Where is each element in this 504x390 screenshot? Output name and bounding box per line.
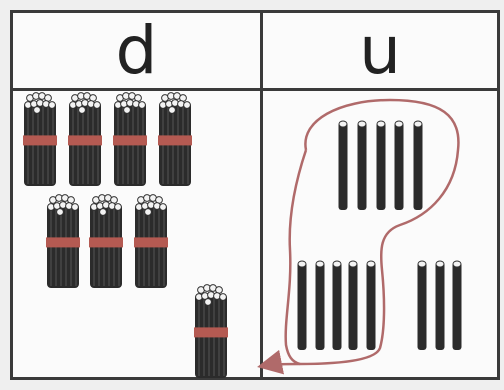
bundle-of-ten-icon (158, 93, 192, 186)
single-stick-icon (414, 121, 423, 210)
single-stick-icon (298, 261, 307, 350)
unit-sticks-group (298, 121, 462, 350)
tens-bundles-group (23, 93, 192, 288)
new-bundle-group (194, 285, 228, 378)
single-stick-icon (395, 121, 404, 210)
bundle-of-ten-icon (134, 195, 168, 288)
bundle-of-ten-icon (89, 195, 123, 288)
single-stick-icon (453, 261, 462, 350)
single-stick-icon (333, 261, 342, 350)
single-stick-icon (316, 261, 325, 350)
single-stick-icon (418, 261, 427, 350)
single-stick-icon (349, 261, 358, 350)
bundle-of-ten-icon (23, 93, 57, 186)
bundle-of-ten-icon (194, 285, 228, 378)
single-stick-icon (339, 121, 348, 210)
single-stick-icon (358, 121, 367, 210)
single-stick-icon (377, 121, 386, 210)
bundle-of-ten-icon (46, 195, 80, 288)
bundle-of-ten-icon (113, 93, 147, 186)
single-stick-icon (436, 261, 445, 350)
bundle-of-ten-icon (68, 93, 102, 186)
single-stick-icon (367, 261, 376, 350)
